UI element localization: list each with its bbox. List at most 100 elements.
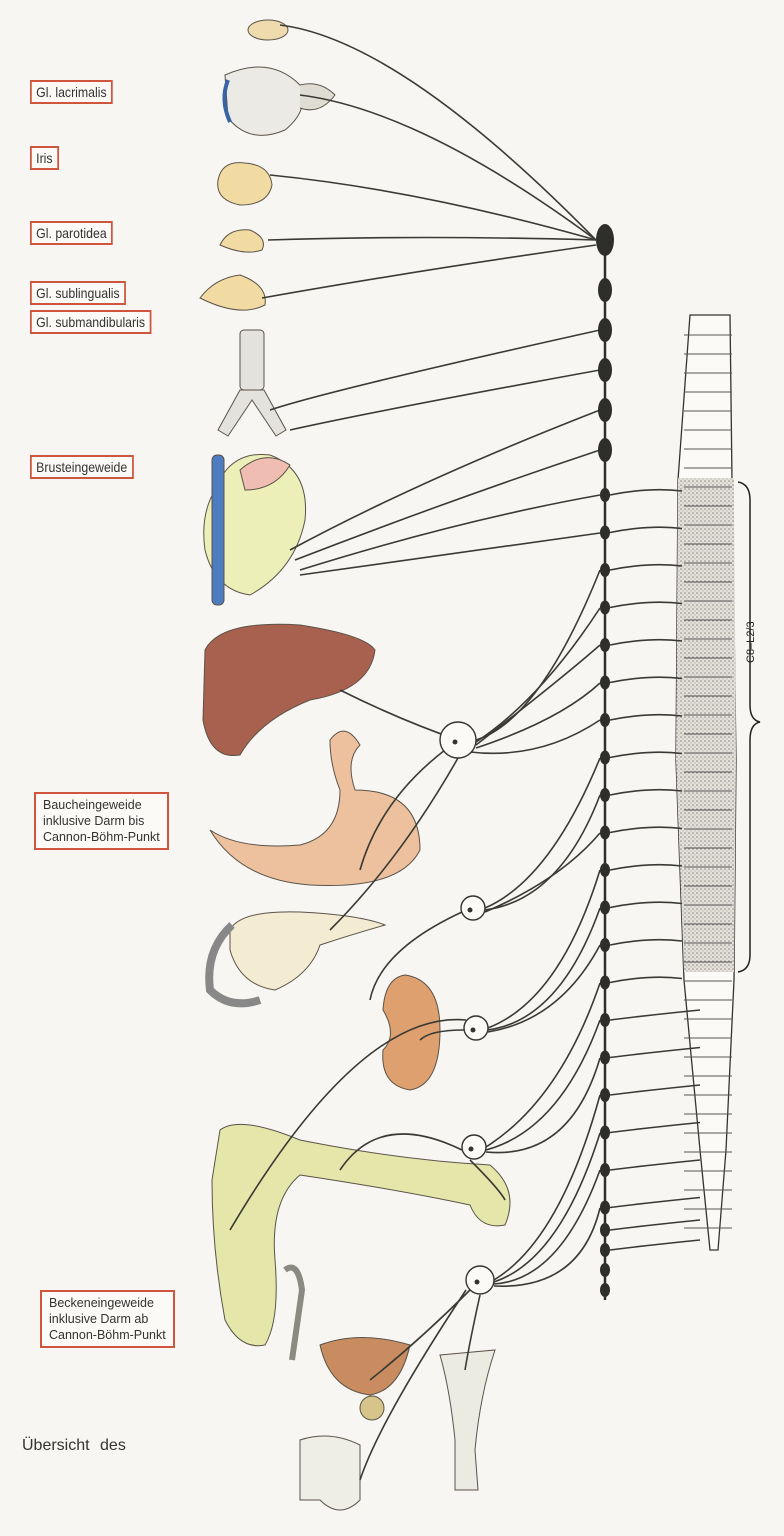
nerve-fiber [493, 1132, 601, 1283]
ramus-communicans [609, 713, 683, 721]
caption-text: Übersicht des [22, 1437, 126, 1454]
nerve-fiber [469, 1159, 506, 1201]
ramus-communicans [609, 563, 683, 571]
parotid-gland [217, 162, 273, 206]
label-gl-sublingualis: Gl. sublingualis [30, 281, 126, 305]
prevertebral-ganglia [439, 721, 495, 1295]
ramus-communicans [609, 488, 683, 496]
ganglion [600, 1125, 610, 1140]
ganglion [600, 975, 610, 990]
ramus-communicans [609, 938, 683, 946]
spinal-cord [675, 314, 761, 1251]
nerve-fiber [261, 244, 597, 299]
ramus-communicans [609, 1046, 701, 1059]
ganglion [600, 750, 610, 765]
nerve-fiber [475, 607, 601, 743]
ramus-communicans [609, 1159, 701, 1171]
ganglion [600, 900, 610, 915]
ramus-communicans [609, 526, 683, 534]
label-gl-submandibularis: Gl. submandibularis [30, 310, 152, 334]
ganglion [600, 563, 610, 577]
lacrimal-gland [247, 19, 289, 41]
nerve-fiber [294, 449, 601, 561]
ganglion [600, 1163, 610, 1177]
organs [199, 19, 511, 1511]
nerve-fiber [339, 1133, 463, 1171]
label-iris: Iris [30, 146, 59, 170]
prevertebral-ganglion [439, 721, 477, 759]
nerve-fiber [359, 1289, 467, 1481]
ganglion [600, 863, 610, 877]
nerve-fiber [419, 1029, 465, 1041]
nerve-fiber [485, 982, 601, 1148]
ganglion-dot [470, 1027, 476, 1033]
ramus-communicans [609, 1121, 701, 1134]
ganglion [598, 278, 612, 302]
prevertebral-ganglion [460, 895, 486, 921]
nerve-fiber [487, 907, 601, 1031]
label-baucheingeweide: Baucheingeweide inklusive Darm bis Canno… [34, 792, 169, 850]
nerve-fiber [267, 236, 597, 241]
nerve-fiber [475, 569, 601, 741]
ramus-communicans [609, 1084, 701, 1096]
ganglion [600, 1013, 610, 1027]
ramus-communicans [609, 1219, 701, 1231]
spinal-cord-shaded-segment [676, 478, 736, 972]
nerve-fiber [484, 757, 601, 909]
nerve-fiber [299, 532, 601, 576]
nerve-fiber [269, 329, 601, 411]
label-gl-lacrimalis: Gl. lacrimalis [30, 80, 113, 104]
nerve-fiber [269, 174, 597, 241]
prostate [359, 1395, 385, 1421]
nerve-fiber [485, 1019, 601, 1151]
prevertebral-ganglion [461, 1134, 487, 1160]
nerve-fiber [487, 944, 601, 1033]
ganglion [600, 1200, 610, 1215]
ganglion [600, 1283, 610, 1297]
ganglion [600, 600, 610, 615]
nerve-fiber [484, 794, 601, 911]
ganglion [600, 713, 610, 727]
ramus-communicans [609, 826, 683, 834]
prevertebral-ganglion [465, 1265, 495, 1295]
ganglion-dot [452, 739, 458, 745]
ganglion [600, 938, 610, 952]
rectum-segment [283, 1264, 306, 1361]
nerve-fiber [493, 1094, 601, 1281]
nerve-fiber [369, 911, 463, 1001]
ramus-communicans [609, 976, 683, 984]
colon [211, 1123, 511, 1347]
nerve-fiber [475, 644, 601, 746]
nerve-fiber [279, 24, 597, 241]
nerve-fiber [485, 1057, 601, 1154]
ganglion [598, 318, 612, 342]
ganglion [600, 1088, 610, 1102]
ganglion-dot [474, 1279, 480, 1285]
genitals [299, 1435, 361, 1511]
ganglion [600, 1263, 610, 1277]
ramus-communicans [609, 638, 683, 646]
ganglion [600, 1243, 610, 1257]
ganglion-dot [467, 907, 473, 913]
nerve-fiber [329, 757, 459, 931]
ramus-communicans [609, 751, 683, 759]
kidney [382, 974, 441, 1091]
nerve-fiber [229, 1018, 467, 1231]
ramus-communicans [609, 901, 683, 909]
nerve-fiber [299, 94, 597, 241]
sublingual-gland [219, 229, 264, 253]
prevertebral-ganglion [463, 1015, 489, 1041]
pancreas [229, 911, 387, 991]
ganglion-dot [468, 1146, 474, 1152]
ganglion [600, 675, 610, 690]
trachea [217, 329, 287, 437]
liver [202, 623, 376, 757]
heart [203, 453, 307, 606]
segment-range-label: C8–L2/3 [745, 621, 757, 663]
nerve-fiber [493, 1169, 601, 1285]
uterus-vagina [439, 1349, 496, 1491]
ramus-communicans [609, 1009, 701, 1021]
nerve-fiber [339, 689, 459, 741]
